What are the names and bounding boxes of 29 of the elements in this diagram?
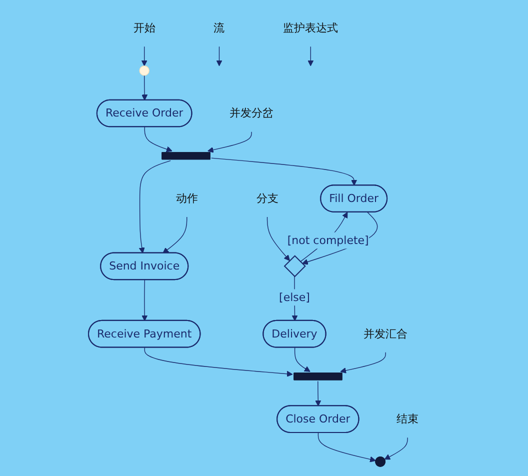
arrow <box>384 437 408 460</box>
arrow <box>139 160 172 254</box>
arrow <box>142 280 148 322</box>
node-text: 分支 <box>256 192 278 205</box>
node-text: 流 <box>214 21 225 34</box>
node-text: 并发分岔 <box>230 106 274 120</box>
node-diamond <box>284 255 306 278</box>
node-text: 监护表达式 <box>283 21 338 34</box>
edge-label: [else] <box>279 290 310 304</box>
edge-label: [not complete] <box>288 234 369 247</box>
node-text: 开始 <box>134 21 156 34</box>
arrow <box>308 46 314 66</box>
arrow <box>144 126 173 152</box>
arrow <box>267 216 290 261</box>
node-text: 动作 <box>176 192 198 205</box>
arrow <box>142 46 148 66</box>
arrow <box>318 432 376 462</box>
arrow <box>142 75 148 100</box>
arrow <box>208 131 252 153</box>
arrow <box>294 347 311 372</box>
arrow <box>144 347 293 377</box>
arrow <box>211 158 358 186</box>
node-circle <box>139 66 150 76</box>
arrow <box>340 352 386 374</box>
arrow <box>162 216 188 254</box>
arrow <box>315 380 322 406</box>
arrow <box>216 46 222 66</box>
node-text: 并发汇合 <box>364 326 408 340</box>
node-text: 结束 <box>396 412 419 426</box>
